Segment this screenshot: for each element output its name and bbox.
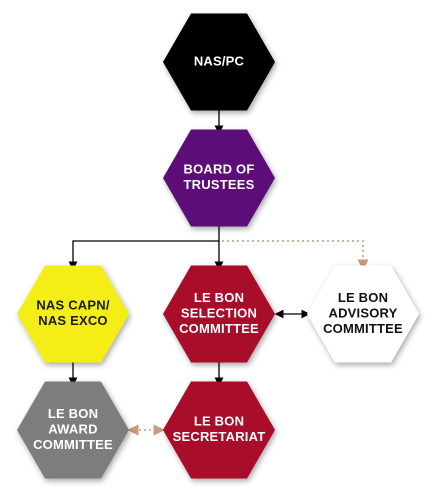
edge-board-to-advisory [222,240,369,271]
node-label-line: COMMITTEE [179,321,259,336]
node-label-line: TRUSTEES [184,177,255,192]
node-label-line: LE BON [48,406,98,421]
node-label-line: LE BON [194,290,244,305]
node-label-line: BOARD OF [184,162,255,177]
hexagon-shape [163,265,275,363]
node-label-line: NAS/PC [194,53,245,68]
node-nas-pc: NAS/PC [163,13,275,111]
node-label-line: SECRETARIAT [173,429,266,444]
hexagon-shape [17,265,129,363]
hexagon-shape [163,381,275,479]
node-label-line: COMMITTEE [33,437,113,452]
node-nas-capn-exco: NAS CAPN/NAS EXCO [17,265,129,363]
node-label-line: LE BON [338,290,388,305]
connector-lines [68,106,369,436]
hexagon-shape [163,13,275,111]
node-label-line: ADVISORY [328,305,397,320]
hexagon-shape [17,381,129,479]
node-label-line: NAS CAPN/ [36,298,109,313]
edge-board-to-nas-capn [68,223,220,271]
node-label-line: NAS EXCO [38,313,108,328]
node-label-line: AWARD [48,421,97,436]
node-label-line: SELECTION [181,305,257,320]
hexagon-shape [163,129,275,227]
node-label-line: COMMITTEE [323,321,403,336]
node-label-line: LE BON [194,414,244,429]
hexagon-shape [307,265,419,363]
